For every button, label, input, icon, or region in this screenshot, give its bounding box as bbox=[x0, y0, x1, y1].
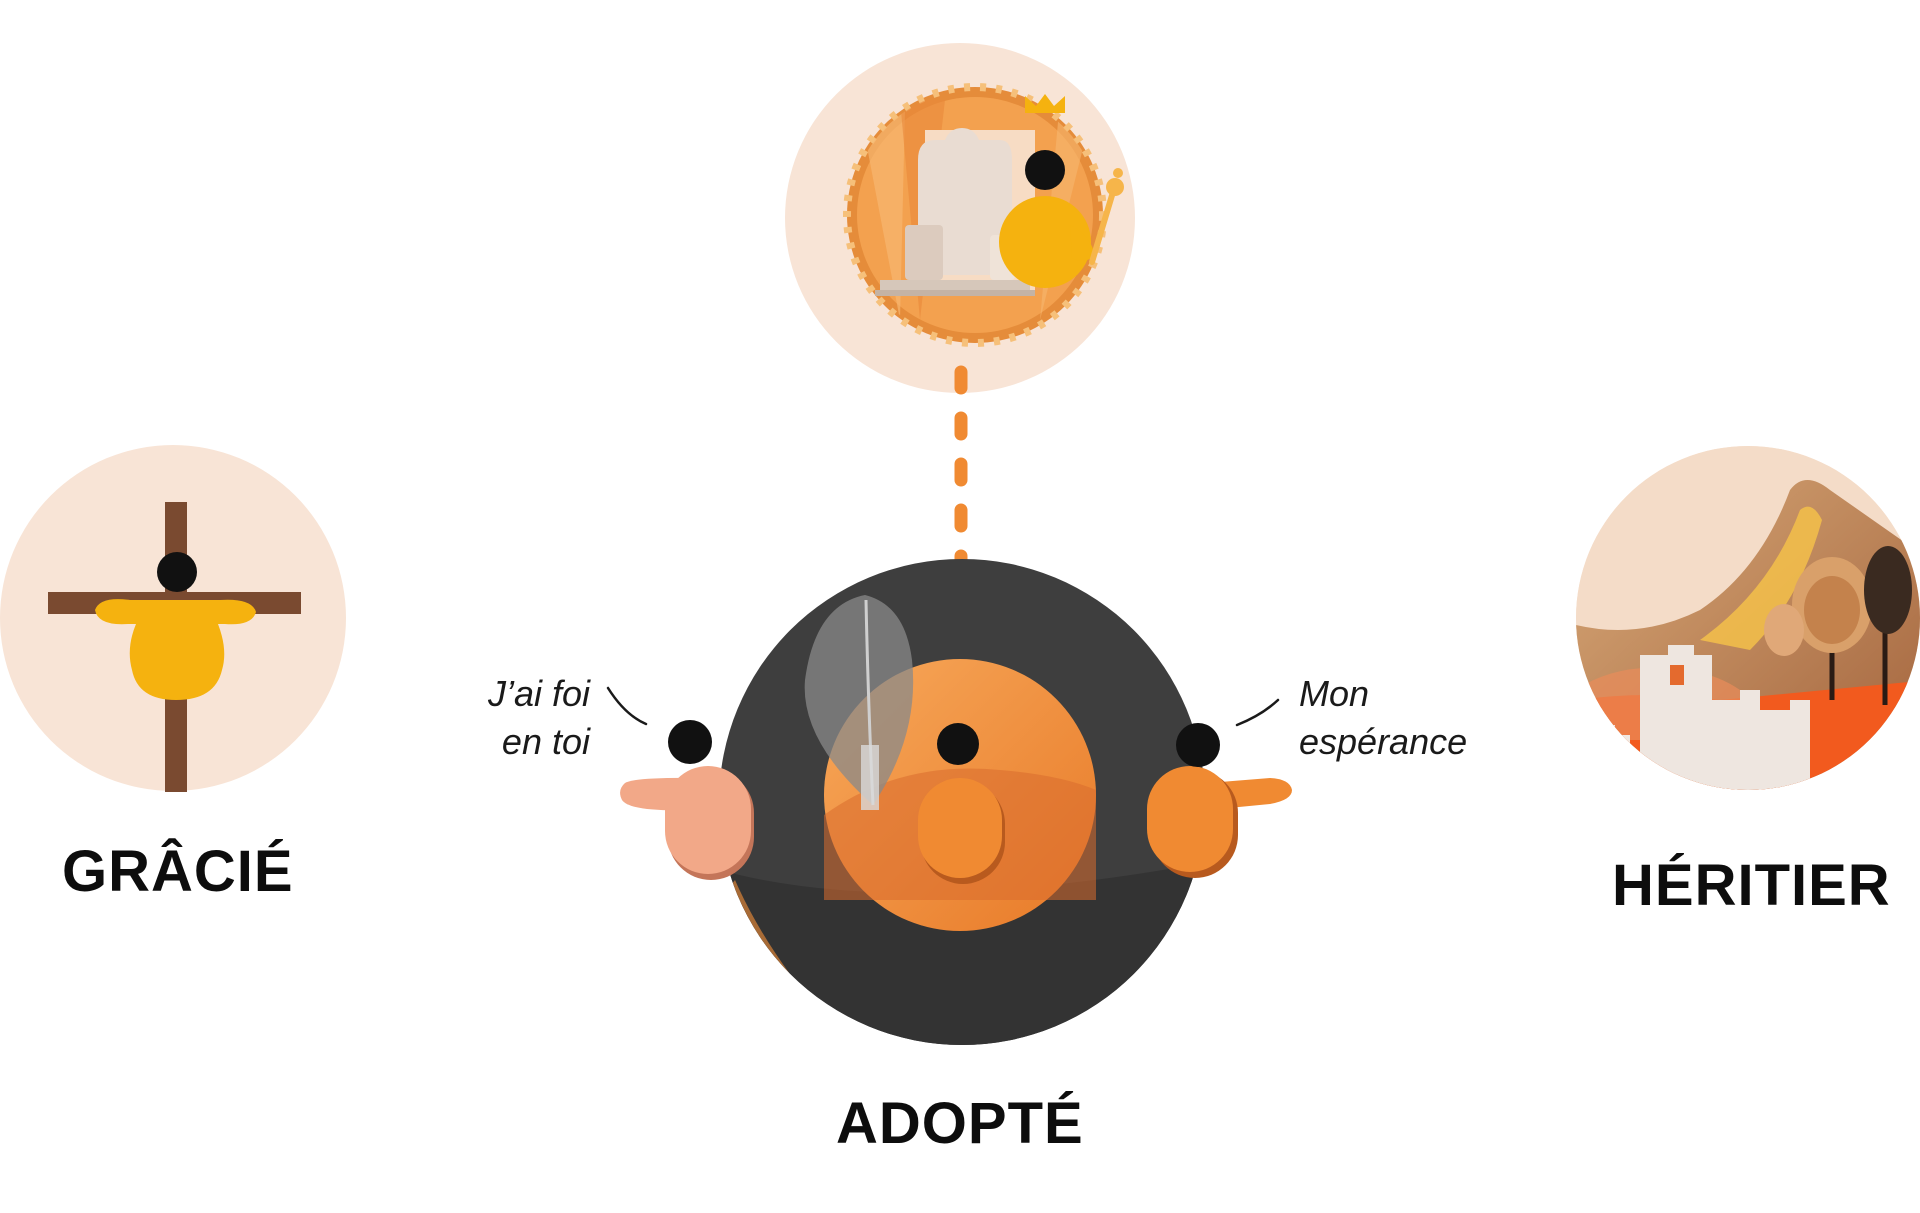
left-parent-figure bbox=[620, 720, 754, 880]
inheritance-landscape-icon bbox=[1576, 446, 1920, 790]
king-head bbox=[1025, 150, 1065, 190]
child-head bbox=[937, 723, 979, 765]
throne-step bbox=[880, 280, 1030, 290]
left-parent-head bbox=[668, 720, 712, 764]
left-quote-leader bbox=[606, 686, 648, 726]
label-center: ADOPTÉ bbox=[836, 1091, 1084, 1156]
left-parent-quote: J’ai foi en toi bbox=[440, 670, 590, 766]
right-parent-body bbox=[1147, 766, 1233, 872]
figure-head bbox=[157, 552, 197, 592]
top-throne-circle bbox=[785, 43, 1135, 393]
right-quote-line-1: Mon bbox=[1299, 673, 1370, 714]
right-parent-figure bbox=[1147, 723, 1292, 878]
right-heir-circle bbox=[1576, 446, 1920, 790]
left-grace-circle bbox=[0, 445, 346, 792]
king-body bbox=[999, 196, 1091, 288]
town-window bbox=[1670, 665, 1684, 685]
crucified-figure-icon bbox=[48, 502, 301, 792]
center-child-figure bbox=[918, 723, 1005, 884]
scepter-icon bbox=[1089, 189, 1116, 265]
right-parent-quote: Mon espérance bbox=[1299, 670, 1519, 766]
figure-body bbox=[95, 599, 256, 700]
left-quote-line-1: J’ai foi bbox=[487, 673, 590, 714]
throne-king-icon bbox=[843, 83, 1124, 347]
right-quote-leader bbox=[1235, 698, 1280, 727]
right-quote-line-2: espérance bbox=[1299, 721, 1468, 762]
tree-stem bbox=[861, 745, 879, 810]
left-parent-body bbox=[665, 766, 751, 874]
label-right: HÉRITIER bbox=[1612, 853, 1891, 918]
crown-icon bbox=[1025, 94, 1065, 113]
right-parent-head bbox=[1176, 723, 1220, 767]
child-body bbox=[918, 778, 1002, 878]
label-left: GRÂCIÉ bbox=[62, 839, 294, 904]
left-quote-line-2: en toi bbox=[501, 721, 590, 762]
feather-tree-icon bbox=[804, 595, 914, 805]
